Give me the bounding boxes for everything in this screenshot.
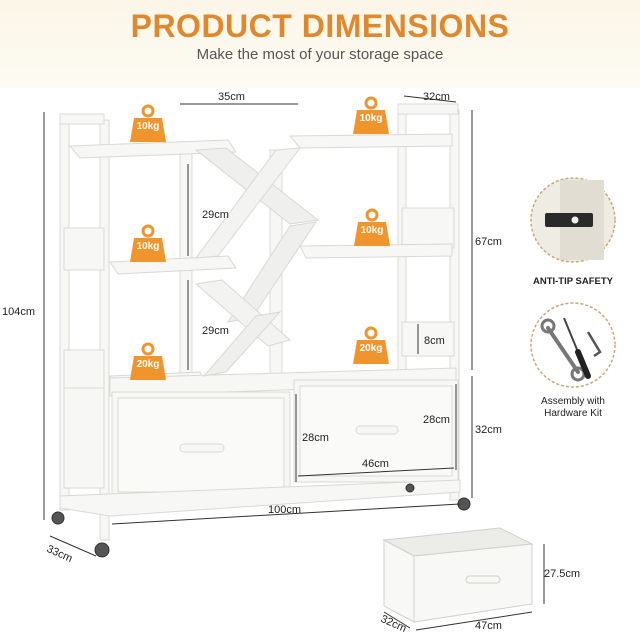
weight-badge-bottom-left: 20kg	[128, 342, 168, 380]
assembly-kit-detail	[530, 302, 616, 388]
top-rail	[59, 113, 105, 125]
dim-drawer-section: 32cm	[475, 424, 502, 436]
dim-overall-height: 104cm	[2, 306, 36, 318]
weight-badge-middle-right: 10kg	[352, 208, 392, 246]
caster-left-rear	[51, 511, 65, 525]
weight-icon	[353, 326, 389, 364]
header-banner	[0, 0, 640, 88]
dim-depth-top: 32cm	[423, 91, 450, 103]
dimline-overall-width	[111, 503, 461, 525]
anti-tip-detail	[530, 177, 616, 263]
caster-left-front	[94, 542, 110, 558]
dim-bin-height: 27.5cm	[544, 568, 581, 580]
dim-drawer-height-left: 28cm	[302, 432, 329, 444]
bin-handle	[465, 575, 501, 584]
weight-label: 10kg	[136, 121, 160, 132]
assembly-label-line2: Hardware Kit	[544, 408, 602, 419]
dimline-bin-depth	[383, 611, 411, 629]
diagonal-panel-5	[202, 311, 282, 377]
left-side-panel-lower	[63, 349, 105, 391]
weight-badge-top-right: 10kg	[351, 96, 391, 134]
right-side-panel-upper	[401, 207, 455, 249]
top-rail-right	[397, 103, 459, 115]
left-side-panel-base	[63, 387, 105, 489]
dimension-lines	[43, 95, 473, 557]
left-side-panel-upper	[63, 227, 105, 271]
dim-shelf-gap-lower: 29cm	[202, 325, 229, 337]
dimline-overall-depth	[49, 535, 97, 557]
dim-drawer-width: 46cm	[362, 458, 389, 470]
bin-dimension-lines	[383, 544, 545, 631]
weight-icon	[130, 342, 166, 380]
weight-label: 20kg	[136, 359, 160, 370]
drawer-right-handle	[355, 425, 399, 435]
page-title: PRODUCT DIMENSIONS	[130, 8, 510, 44]
dim-bin-width: 47cm	[475, 620, 502, 632]
bookshelf	[59, 103, 461, 541]
dim-overall-width: 100cm	[268, 504, 302, 516]
shelf-top-right	[288, 133, 453, 149]
drawer-left-handle	[179, 443, 225, 453]
dim-shelf-lip: 8cm	[424, 335, 445, 347]
weight-icon	[354, 208, 390, 246]
weight-badge-middle-left: 10kg	[128, 224, 168, 262]
page-subtitle: Make the most of your storage space	[196, 46, 444, 63]
storage-bin	[382, 527, 534, 623]
weight-label: 20kg	[359, 343, 383, 354]
dimline-drawer-width	[297, 467, 455, 477]
wrench-icon	[546, 326, 580, 374]
shelf-top-left	[68, 139, 237, 159]
dimline-bin-width	[415, 611, 533, 631]
weight-badge-bottom-right: 20kg	[351, 326, 391, 364]
dim-drawer-height-right: 28cm	[423, 414, 450, 426]
weight-badge-top-left: 10kg	[128, 104, 168, 142]
weight-icon	[130, 104, 166, 142]
weight-icon	[353, 96, 389, 134]
right-side-panel-lower	[401, 321, 455, 357]
screwdriver-icon	[563, 317, 579, 353]
dimline-depth-top	[403, 95, 457, 103]
assembly-label-line1: Assembly with	[541, 396, 605, 407]
dim-upper-section: 67cm	[475, 236, 502, 248]
dim-top-width: 35cm	[218, 91, 245, 103]
anti-tip-label: ANTI-TIP SAFETY	[532, 276, 614, 287]
weight-label: 10kg	[359, 113, 383, 124]
weight-icon	[130, 224, 166, 262]
weight-label: 10kg	[136, 241, 160, 252]
anti-tip-strap	[545, 213, 593, 227]
diagonal-panel-4	[194, 279, 292, 347]
weight-label: 10kg	[360, 225, 384, 236]
diagonal-panel-2	[194, 147, 302, 259]
caster-right-rear	[405, 483, 415, 493]
bottom-rail	[59, 479, 461, 517]
hex-key-icon	[586, 331, 602, 358]
anti-tip-screw	[571, 216, 579, 224]
shelf-middle-right	[299, 243, 453, 259]
dim-shelf-gap-upper: 29cm	[202, 209, 229, 221]
